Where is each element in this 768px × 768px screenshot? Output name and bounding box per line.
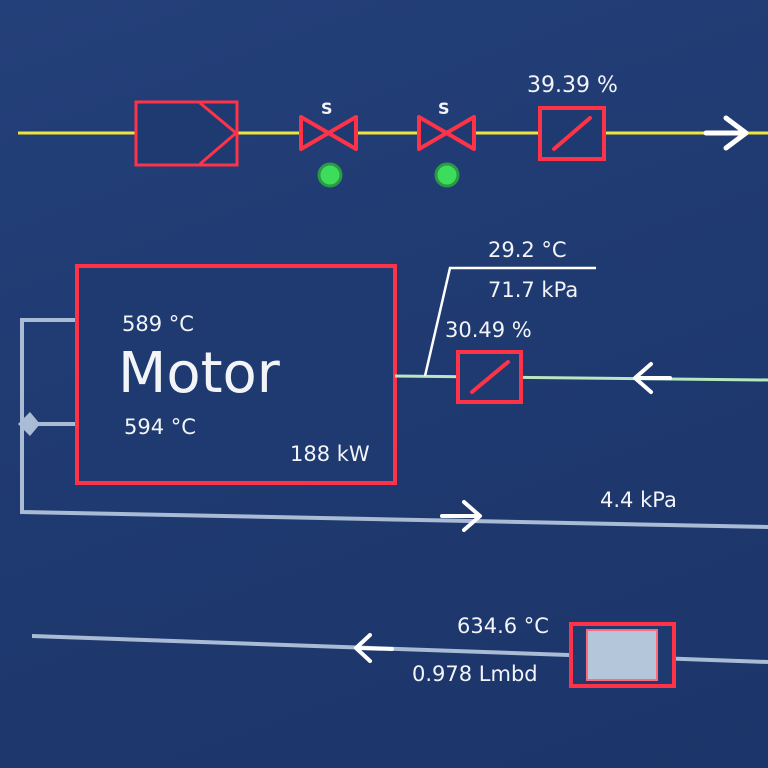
bottom-lambda: 0.978 Lmbd <box>412 662 538 686</box>
middle-pipe <box>394 374 768 382</box>
valve-2-label: S <box>438 99 450 118</box>
bottom-temperature: 634.6 °C <box>457 614 549 638</box>
motor-power: 188 kW <box>290 442 370 466</box>
motor-title: Motor <box>118 341 280 406</box>
motor-box[interactable] <box>75 264 397 485</box>
heater-element[interactable] <box>569 622 676 688</box>
middle-pressure: 71.7 kPa <box>488 278 579 302</box>
valve-1[interactable] <box>299 115 358 151</box>
motor-temp-1: 589 °C <box>122 312 194 336</box>
top-damper-position: 39.39 % <box>527 73 618 98</box>
filter-symbol[interactable] <box>134 100 239 167</box>
flow-arrow-left-shaft <box>356 646 394 651</box>
damper-top[interactable] <box>538 106 606 161</box>
damper-middle[interactable] <box>456 350 523 404</box>
leader-line <box>423 266 596 377</box>
valve-1-label: S <box>321 99 333 118</box>
motor-temp-2: 594 °C <box>124 415 196 439</box>
valve-2[interactable] <box>417 115 476 151</box>
middle-damper-position: 30.49 % <box>445 318 532 342</box>
return-pressure: 4.4 kPa <box>600 488 677 512</box>
middle-temperature: 29.2 °C <box>488 238 567 262</box>
valve-2-status-led <box>434 162 460 188</box>
valve-1-status-led <box>317 162 343 188</box>
return-pipe <box>20 318 768 529</box>
junction-diamond-icon <box>18 412 40 436</box>
